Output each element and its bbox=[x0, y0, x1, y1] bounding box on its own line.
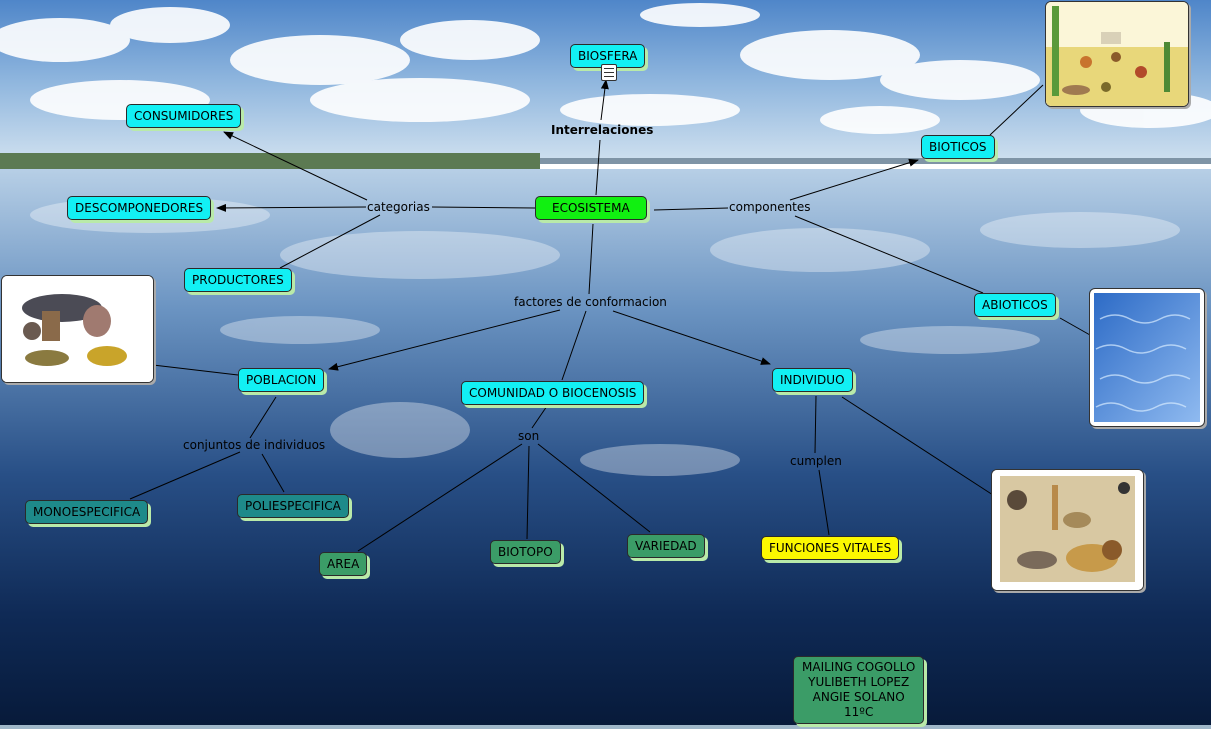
factores-label: factores de conformacion bbox=[514, 295, 667, 309]
author-line: YULIBETH LOPEZ bbox=[808, 675, 910, 689]
variedad-node[interactable]: VARIEDAD bbox=[627, 534, 705, 558]
animals-population-image[interactable] bbox=[1, 275, 154, 383]
comunidad-node[interactable]: COMUNIDAD O BIOCENOSIS bbox=[461, 381, 645, 405]
desert-biotic-image[interactable] bbox=[1045, 1, 1189, 107]
author-line: ANGIE SOLANO bbox=[812, 690, 905, 704]
abioticos-node[interactable]: ABIOTICOS bbox=[974, 293, 1056, 317]
poblacion-node[interactable]: POBLACION bbox=[238, 368, 325, 392]
class-line: 11ºC bbox=[844, 705, 874, 719]
cumplen-label: cumplen bbox=[790, 454, 842, 468]
individuo-node[interactable]: INDIVIDUO bbox=[772, 368, 853, 392]
area-node[interactable]: AREA bbox=[319, 552, 368, 576]
poliespecifica-node[interactable]: POLIESPECIFICA bbox=[237, 494, 349, 518]
biosfera-node[interactable]: BIOSFERA bbox=[570, 44, 646, 68]
water-abiotic-image[interactable] bbox=[1089, 288, 1205, 427]
conjuntos-label: conjuntos de individuos bbox=[183, 438, 326, 452]
son-label: son bbox=[518, 429, 540, 443]
authors-box: MAILING COGOLLO YULIBETH LOPEZ ANGIE SOL… bbox=[793, 656, 925, 724]
ecosistema-node[interactable]: ECOSISTEMA bbox=[535, 196, 647, 220]
descomponedores-node[interactable]: DESCOMPONEDORES bbox=[67, 196, 212, 220]
bioticos-node[interactable]: BIOTICOS bbox=[921, 135, 995, 159]
productores-node[interactable]: PRODUCTORES bbox=[184, 268, 292, 292]
consumidores-node[interactable]: CONSUMIDORES bbox=[126, 104, 242, 128]
categorias-label: categorias bbox=[367, 200, 430, 214]
author-line: MAILING COGOLLO bbox=[802, 660, 916, 674]
monoespecifica-node[interactable]: MONOESPECIFICA bbox=[25, 500, 149, 524]
componentes-label: componentes bbox=[729, 200, 811, 214]
biotopo-node[interactable]: BIOTOPO bbox=[490, 540, 561, 564]
wildlife-individual-image[interactable] bbox=[991, 469, 1144, 591]
funciones-vitales-node[interactable]: FUNCIONES VITALES bbox=[761, 536, 900, 560]
interrelaciones-label: Interrelaciones bbox=[551, 123, 654, 137]
document-icon[interactable] bbox=[601, 64, 617, 81]
